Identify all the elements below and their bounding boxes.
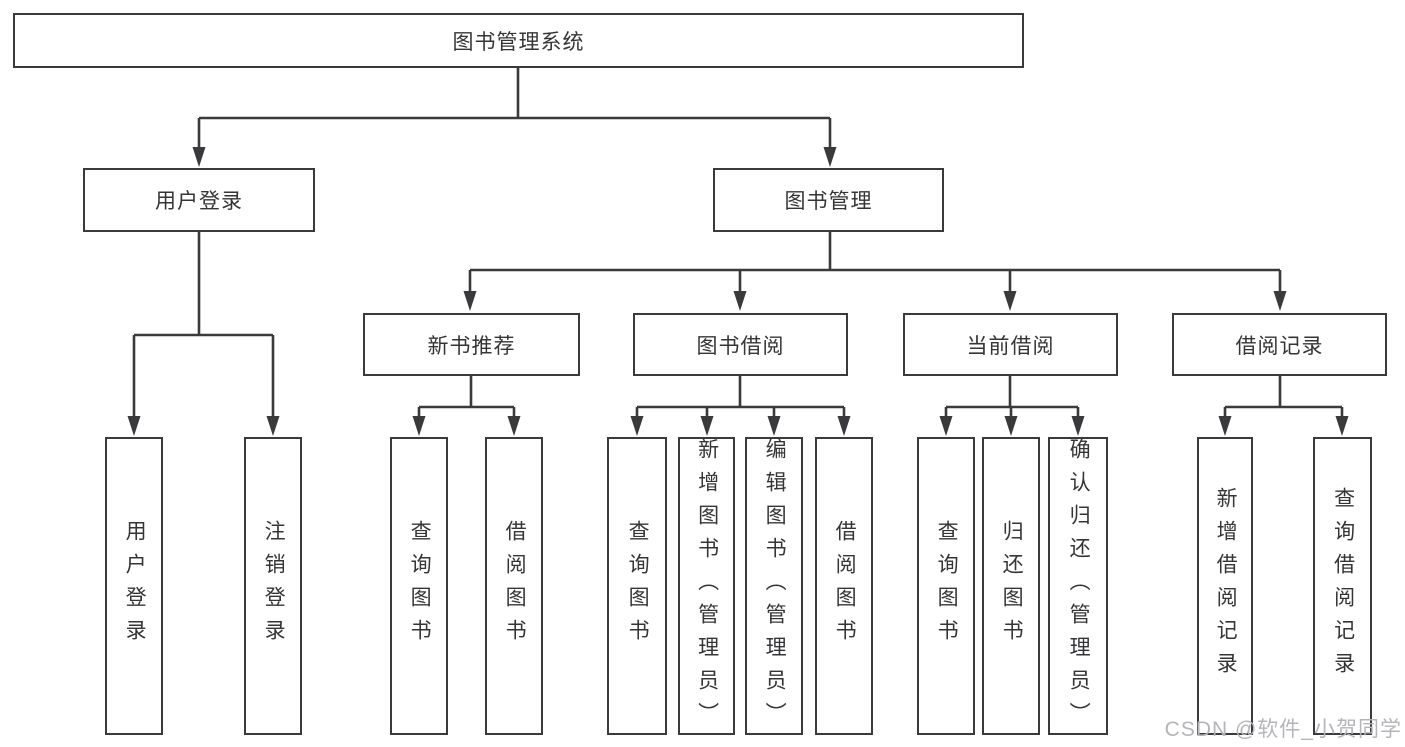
leaf-borrow-books-recommend: 借阅图书 xyxy=(485,437,543,735)
node-book-management: 图书管理 xyxy=(713,168,944,232)
leaf-borrow-books-borrowing: 借阅图书 xyxy=(815,437,873,735)
leaf-query-books-recommend: 查询图书 xyxy=(390,437,448,735)
leaf-return-books-label: 归还图书 xyxy=(1000,520,1024,652)
node-user-login-label: 用户登录 xyxy=(155,190,243,213)
leaf-add-borrow-record-label: 新增借阅记录 xyxy=(1214,487,1238,685)
leaf-query-books-borrowing-label: 查询图书 xyxy=(626,520,650,652)
node-book-borrowing-label: 图书借阅 xyxy=(696,334,785,358)
leaf-confirm-return-admin-label: 确认归还（管理员） xyxy=(1067,437,1091,735)
node-book-borrowing: 图书借阅 xyxy=(633,313,848,376)
node-borrowing-records: 借阅记录 xyxy=(1172,313,1387,376)
leaf-query-books-current: 查询图书 xyxy=(917,437,975,735)
leaf-query-books-borrowing: 查询图书 xyxy=(607,437,667,735)
leaf-query-borrow-record-label: 查询借阅记录 xyxy=(1331,487,1355,685)
leaf-borrow-books-recommend-label: 借阅图书 xyxy=(503,520,527,652)
leaf-add-books-admin-label: 新增图书（管理员） xyxy=(695,437,719,735)
node-current-borrowing: 当前借阅 xyxy=(903,313,1118,376)
csdn-watermark: CSDN @软件_小贺同学 xyxy=(1164,718,1402,741)
node-new-book-recommend-label: 新书推荐 xyxy=(427,334,516,358)
node-user-login: 用户登录 xyxy=(83,168,315,232)
leaf-borrow-books-borrowing-label: 借阅图书 xyxy=(833,520,857,652)
leaf-user-login-label: 用户登录 xyxy=(123,520,147,652)
node-root-label: 图书管理系统 xyxy=(452,30,585,54)
node-new-book-recommend: 新书推荐 xyxy=(363,313,580,376)
leaf-add-books-admin: 新增图书（管理员） xyxy=(678,437,735,735)
node-book-management-label: 图书管理 xyxy=(784,190,873,213)
leaf-confirm-return-admin: 确认归还（管理员） xyxy=(1048,437,1108,735)
leaf-edit-books-admin: 编辑图书（管理员） xyxy=(745,437,803,735)
leaf-query-books-current-label: 查询图书 xyxy=(935,520,959,652)
leaf-user-login: 用户登录 xyxy=(105,437,163,735)
leaf-add-borrow-record: 新增借阅记录 xyxy=(1197,437,1253,735)
leaf-return-books: 归还图书 xyxy=(982,437,1040,735)
node-borrowing-records-label: 借阅记录 xyxy=(1235,334,1324,358)
leaf-edit-books-admin-label: 编辑图书（管理员） xyxy=(763,437,787,735)
leaf-query-books-recommend-label: 查询图书 xyxy=(408,520,432,652)
node-root: 图书管理系统 xyxy=(13,13,1024,68)
leaf-query-borrow-record: 查询借阅记录 xyxy=(1313,437,1372,735)
leaf-logout: 注销登录 xyxy=(244,437,302,735)
node-current-borrowing-label: 当前借阅 xyxy=(966,334,1055,358)
leaf-logout-label: 注销登录 xyxy=(262,520,286,652)
